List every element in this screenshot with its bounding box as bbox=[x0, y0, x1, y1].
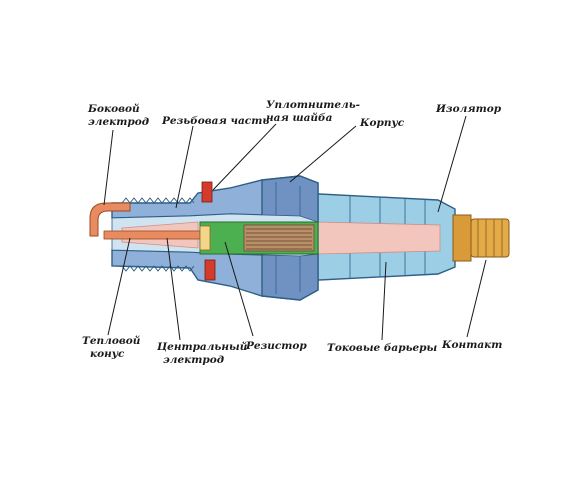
insulator-core bbox=[317, 221, 441, 255]
sealing-gasket bbox=[201, 181, 216, 281]
label-center-electrode-2: электрод bbox=[163, 354, 224, 366]
label-body: Корпус bbox=[359, 117, 405, 129]
label-heat-cone-1: Тепловой bbox=[82, 334, 141, 347]
labels: Боковой электрод Резьбовая часть Уплотни… bbox=[82, 99, 502, 366]
label-heat-cone-2: конус bbox=[90, 348, 125, 360]
label-insulator: Изолятор bbox=[435, 103, 502, 115]
thread-upper bbox=[121, 197, 195, 204]
thread-lower bbox=[121, 265, 195, 272]
contact-terminal bbox=[452, 214, 510, 262]
label-thread: Резьбовая часть bbox=[161, 115, 269, 127]
label-gasket-1: Уплотнитель- bbox=[266, 99, 360, 111]
label-side-electrode-2: электрод bbox=[88, 116, 149, 128]
label-center-electrode-1: Центральный bbox=[156, 340, 248, 353]
label-current-barriers: Токовые барьеры bbox=[327, 342, 438, 354]
label-side-electrode-1: Боковой bbox=[87, 102, 140, 115]
central-electrode bbox=[103, 230, 201, 240]
label-gasket-2: ная шайба bbox=[266, 111, 333, 124]
resistor bbox=[199, 221, 319, 255]
label-resistor: Резистор bbox=[245, 340, 307, 352]
label-contact: Контакт bbox=[441, 339, 502, 351]
spark-plug bbox=[89, 175, 510, 301]
side-electrode bbox=[89, 202, 131, 237]
leader-lines bbox=[103, 115, 487, 341]
